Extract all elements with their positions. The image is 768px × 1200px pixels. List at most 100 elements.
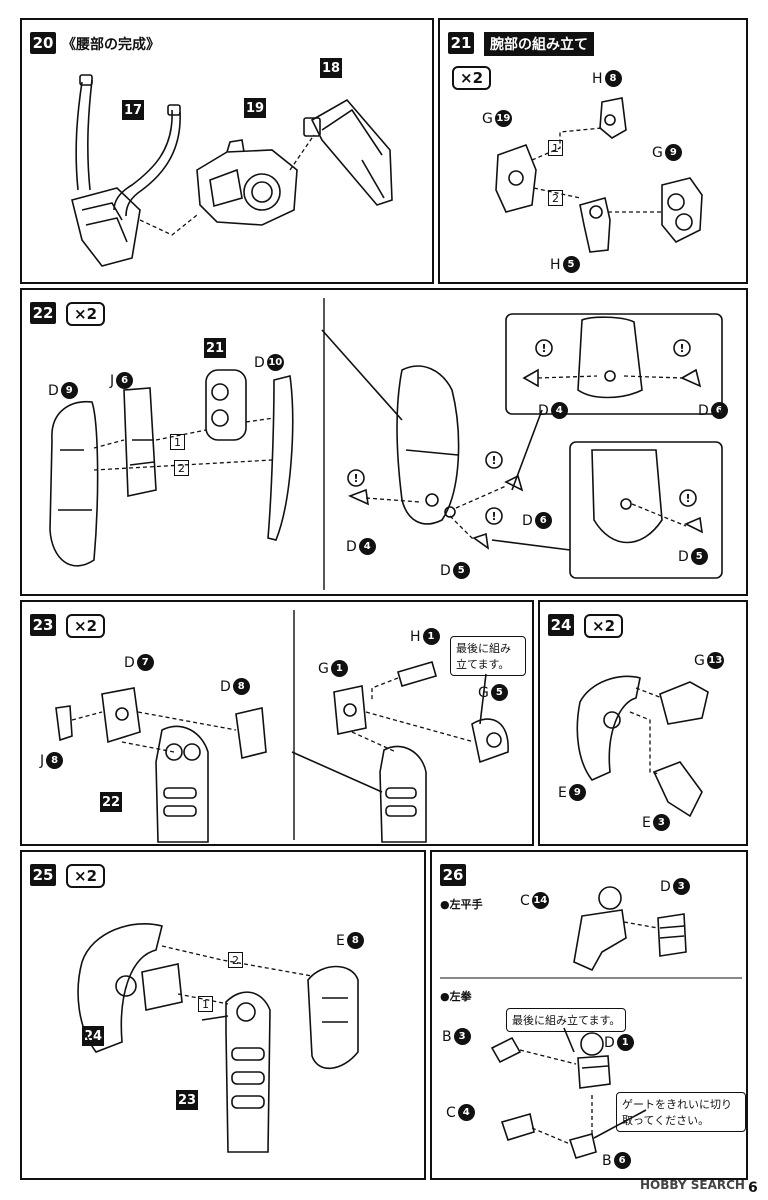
part-number-circle: 3: [672, 878, 690, 895]
part-number-circle: 19: [494, 110, 512, 127]
svg-text:!: !: [679, 342, 684, 355]
step-title: 《腰部の完成》: [62, 37, 160, 53]
part-number-circle: 8: [232, 678, 250, 695]
step-number: 24: [548, 614, 574, 636]
part-number-circle: 6: [534, 512, 552, 529]
gate-trim-note: ゲートをきれいに切り取ってください。: [616, 1092, 746, 1132]
part-number-circle: 4: [358, 538, 376, 555]
step-number: 26: [440, 864, 466, 886]
part-number-circle: 7: [136, 654, 154, 671]
part-number-circle: 5: [562, 256, 580, 273]
multiplier-badge: ×2: [66, 864, 106, 888]
page-number: 6: [748, 1180, 758, 1196]
part-ref-21: 21: [204, 338, 226, 358]
part-number-circle: 8: [604, 70, 622, 87]
hand-assembly-drawing: [440, 886, 742, 1159]
part-number-circle: 3: [453, 1028, 471, 1045]
step-number: 25: [30, 864, 56, 886]
assembly-note: 最後に組み立てます。: [506, 1008, 627, 1032]
multiplier-badge: ×2: [584, 614, 624, 638]
svg-text:!: !: [491, 510, 496, 523]
step-number: 23: [30, 614, 56, 636]
part-number-circle: 1: [330, 660, 348, 677]
part-ref-19: 19: [244, 98, 266, 118]
assembly-note: 最後に組み立てます。: [450, 636, 526, 676]
svg-text:!: !: [491, 454, 496, 467]
step-number: 22: [30, 302, 56, 324]
subsection-fist: ●左拳: [440, 990, 472, 1003]
order-marker-2: 2: [174, 460, 189, 476]
multiplier-badge: ×2: [66, 302, 106, 326]
order-marker-2: 2: [228, 952, 243, 968]
multiplier-badge: ×2: [452, 66, 492, 90]
step-number: 20: [30, 32, 56, 54]
shoulder-armor-drawing: [576, 675, 709, 818]
svg-text:!: !: [353, 472, 358, 485]
step-number: 21: [448, 32, 474, 54]
part-number-circle: 13: [706, 652, 724, 669]
order-marker-2: 2: [548, 190, 563, 206]
svg-text:!: !: [685, 492, 690, 505]
part-number-circle: 14: [531, 892, 549, 909]
arm-joint-drawing: [495, 97, 703, 253]
part-ref-18: 18: [320, 58, 342, 78]
part-ref-23: 23: [176, 1090, 198, 1110]
step-20-panel: 20 《腰部の完成》 17 19 18: [20, 18, 434, 284]
elbow-assembly-drawing: [55, 610, 509, 843]
part-number-circle: 4: [457, 1104, 475, 1121]
part-ref-22: 22: [100, 792, 122, 812]
part-number-circle: 8: [346, 932, 364, 949]
part-number-circle: 5: [452, 562, 470, 579]
svg-text:!: !: [541, 342, 546, 355]
part-number-circle: 3: [652, 814, 670, 831]
multiplier-badge: ×2: [66, 614, 106, 638]
forearm-assembly-drawing: !! !! !!: [49, 298, 723, 590]
arm-final-drawing: [77, 922, 359, 1153]
step-title: 腕部の組み立て: [484, 32, 594, 56]
subsection-open-hand: ●左平手: [440, 898, 483, 911]
part-number-circle: 5: [490, 684, 508, 701]
part-number-circle: 10: [266, 354, 284, 371]
part-number-circle: 6: [613, 1152, 631, 1169]
order-marker-1: 1: [170, 434, 185, 450]
part-number-circle: 9: [568, 784, 586, 801]
part-number-circle: 5: [690, 548, 708, 565]
part-number-circle: 6: [116, 372, 134, 389]
part-number-circle: 9: [664, 144, 682, 161]
part-ref-17: 17: [122, 100, 144, 120]
part-number-circle: 1: [616, 1034, 634, 1051]
part-number-circle: 9: [60, 382, 78, 399]
waist-assembly-drawing: [71, 74, 393, 267]
part-number-circle: 1: [422, 628, 440, 645]
part-number-circle: 8: [46, 752, 64, 769]
